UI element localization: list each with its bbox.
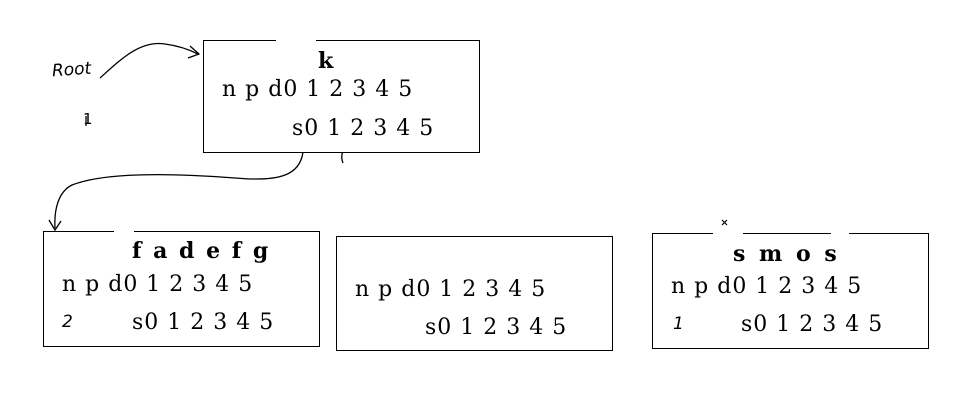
node-row-pointers: n p d0 1 2 3 4 5 (62, 272, 254, 297)
node-row-slots: s0 1 2 3 4 5 (741, 312, 884, 337)
node-keys: f a d e f g (132, 238, 271, 264)
node-row-slots: s0 1 2 3 4 5 (425, 315, 568, 340)
node-row-pointers: n p d0 1 2 3 4 5 (671, 274, 863, 299)
root-label: Root (51, 58, 92, 82)
key-gap (114, 229, 134, 233)
key-gap (713, 231, 743, 235)
child-node-2: n p d0 1 2 3 4 5 s0 1 2 3 4 5 (336, 236, 613, 351)
root-arrowhead (187, 45, 201, 59)
key-gap (276, 38, 316, 42)
node-row-pointers: n p d0 1 2 3 4 5 (355, 277, 547, 302)
key-gap (831, 231, 849, 235)
node-keys: s m o s (733, 241, 840, 267)
pen-mark (721, 219, 728, 226)
node-count: 2 (62, 312, 73, 332)
root-to-node-arrow (99, 42, 199, 79)
child-node-3: s m o s n p d0 1 2 3 4 5 1 s0 1 2 3 4 5 (652, 231, 929, 349)
s0-to-child-arrow (54, 151, 304, 229)
root-node: k n p d0 1 2 3 4 5 s0 1 2 3 4 5 (203, 38, 480, 153)
node-keys: k (318, 48, 336, 74)
node-row-slots: s0 1 2 3 4 5 (132, 310, 275, 335)
child-node-1: f a d e f g n p d0 1 2 3 4 5 2 s0 1 2 3 … (43, 229, 320, 347)
node-count: 1 (83, 110, 93, 128)
node-count: 1 (673, 314, 684, 334)
node-row-slots: s0 1 2 3 4 5 (292, 116, 435, 141)
node-row-pointers: n p d0 1 2 3 4 5 (222, 77, 414, 102)
child-arrowhead (48, 219, 62, 232)
